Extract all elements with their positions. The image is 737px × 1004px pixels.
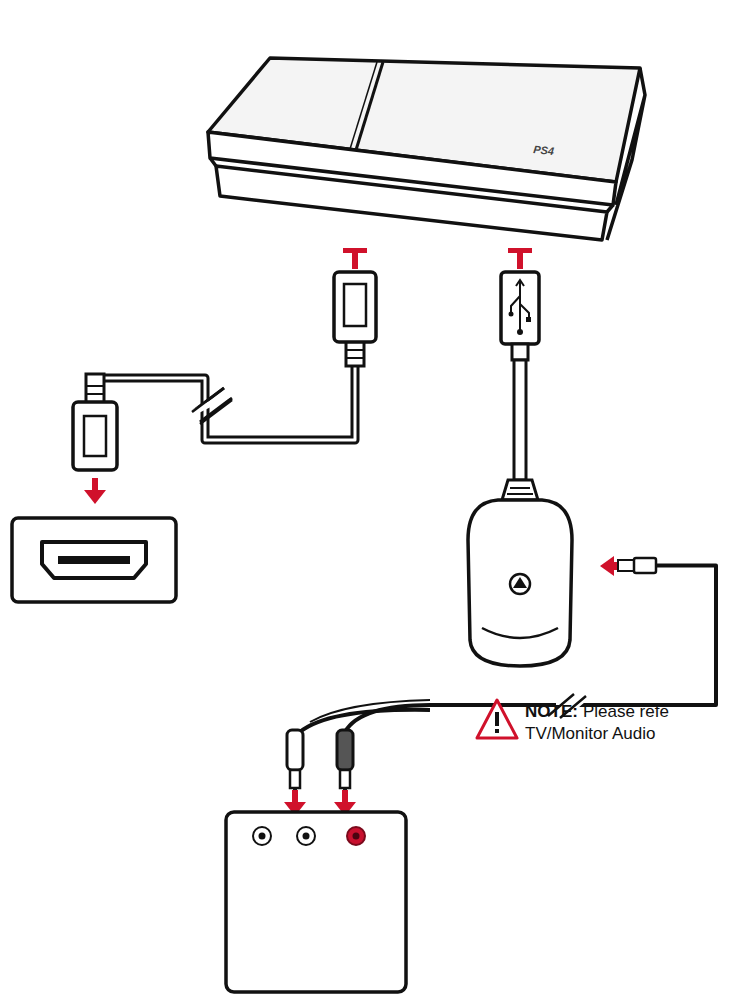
tv-audio-panel <box>226 812 406 992</box>
hdmi-cable <box>73 248 376 504</box>
usb-audio-adapter <box>468 248 572 666</box>
audio-y-cable <box>284 556 716 816</box>
warning-icon <box>477 700 517 738</box>
note-text: Please refe <box>583 703 669 722</box>
note-heading: NOTE: <box>525 703 578 722</box>
note-text: TV/Monitor Audio <box>525 725 655 744</box>
ps4-console <box>208 58 645 240</box>
hdmi-port <box>12 518 176 602</box>
console-logo: PS4 <box>533 143 555 157</box>
